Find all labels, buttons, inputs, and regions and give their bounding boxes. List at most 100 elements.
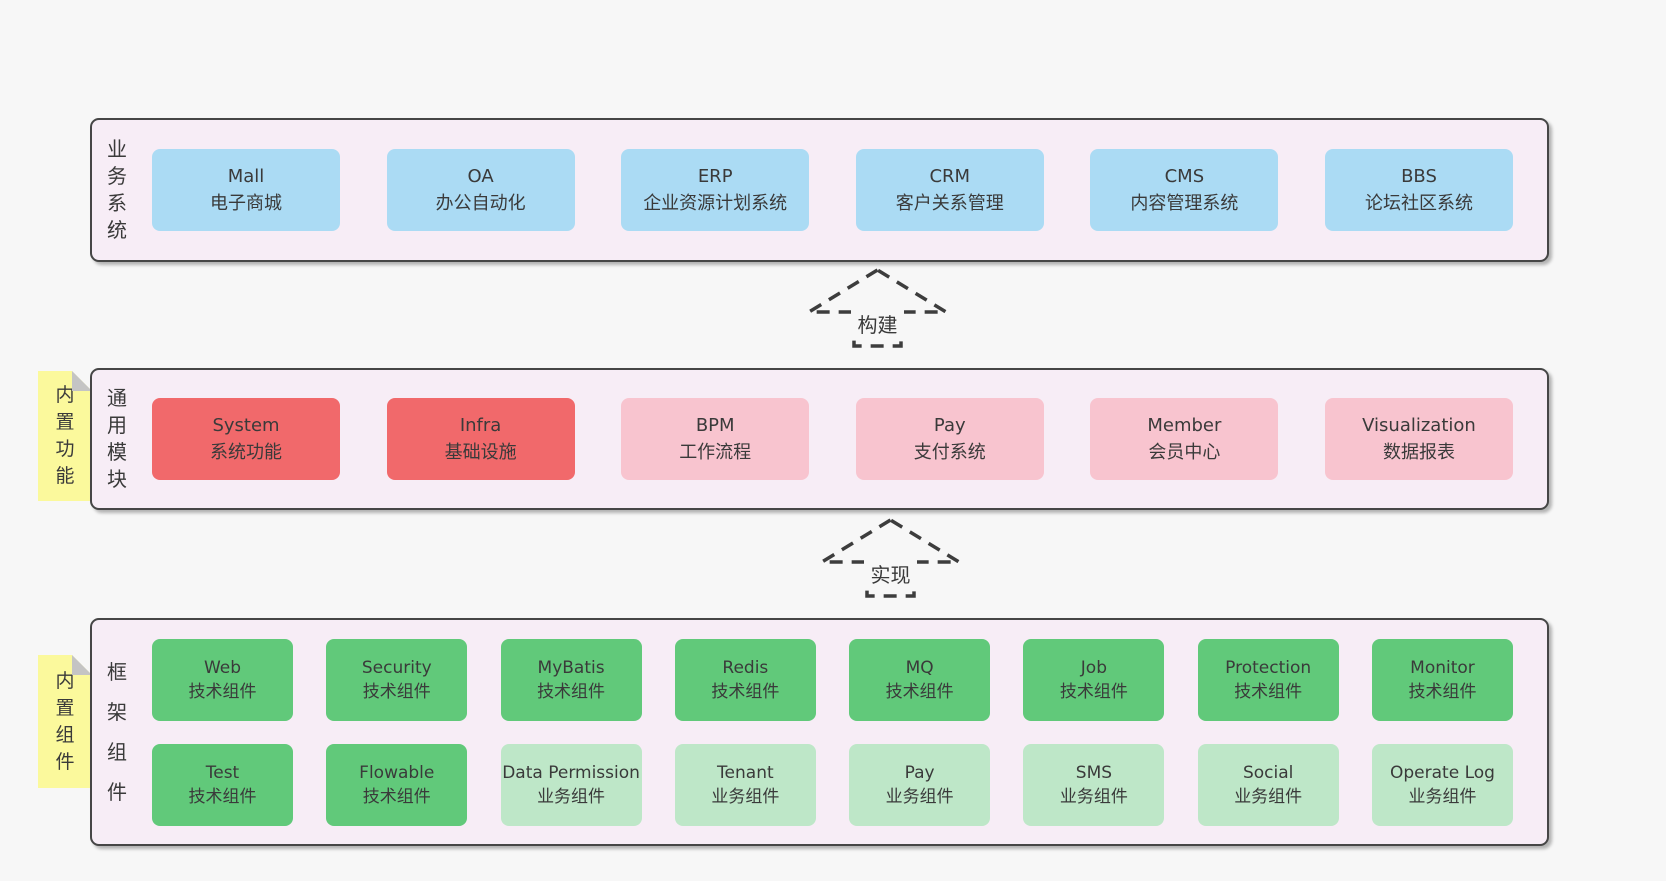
box-crm: CRM 客户关系管理 — [855, 149, 1044, 231]
box-title: Data Permission — [502, 762, 640, 783]
box-desc: 业务组件 — [1234, 786, 1303, 807]
box-title: BPM — [695, 415, 735, 436]
box-title: CMS — [1164, 166, 1205, 187]
box-title: Web — [203, 657, 242, 678]
box-data-permission: Data Permission 业务组件 — [500, 743, 642, 826]
box-title: Security — [361, 657, 432, 678]
sticky-note-built-in-components-label: 内置组件 — [55, 669, 75, 773]
box-oa: OA 办公自动化 — [386, 149, 575, 231]
arrow-up-icon: 构建 — [807, 268, 948, 348]
box-mq: MQ 技术组件 — [849, 638, 991, 721]
box-desc: 基础设施 — [444, 442, 517, 463]
box-visualization: Visualization 数据报表 — [1324, 398, 1513, 480]
box-desc: 内容管理系统 — [1130, 193, 1239, 214]
box-desc: 支付系统 — [913, 442, 986, 463]
box-infra: Infra 基础设施 — [386, 398, 575, 480]
box-title: CRM — [929, 166, 971, 187]
box-member: Member 会员中心 — [1090, 398, 1279, 480]
box-desc: 技术组件 — [885, 681, 954, 702]
box-title: Job — [1080, 657, 1108, 678]
box-bbs: BBS 论坛社区系统 — [1324, 149, 1513, 231]
box-pay: Pay 支付系统 — [855, 398, 1044, 480]
band-business-systems: 业务系统 Mall 电子商城 OA 办公自动化 ERP 企业资源计划系统 CRM… — [90, 118, 1549, 262]
sticky-note-built-in-components: 内置组件 — [38, 655, 92, 788]
box-bpm: BPM 工作流程 — [621, 398, 810, 480]
box-security: Security 技术组件 — [326, 638, 468, 721]
arrow-up-icon: 实现 — [820, 518, 961, 598]
box-desc: 论坛社区系统 — [1364, 193, 1473, 214]
sticky-note-built-in-features-label: 内置功能 — [55, 384, 75, 487]
arrow-implement: 实现 — [820, 518, 961, 598]
box-desc: 技术组件 — [1234, 681, 1303, 702]
box-title: Pay — [933, 415, 966, 436]
box-desc: 会员中心 — [1148, 442, 1221, 463]
box-desc: 业务组件 — [1059, 786, 1128, 807]
arrow-build: 构建 — [807, 268, 948, 348]
band-common-modules: 通用模块 System 系统功能 Infra 基础设施 BPM 工作流程 Pay… — [90, 368, 1549, 510]
box-desc: 业务组件 — [1408, 786, 1477, 807]
box-title: BBS — [1401, 166, 1437, 187]
box-test: Test 技术组件 — [152, 743, 293, 826]
box-desc: 业务组件 — [711, 786, 780, 807]
box-title: Social — [1242, 762, 1294, 783]
box-mybatis: MyBatis 技术组件 — [500, 638, 642, 721]
framework-row-tech: Web 技术组件 Security 技术组件 MyBatis 技术组件 Redi… — [152, 638, 1513, 721]
box-title: Pay — [904, 762, 935, 783]
box-title: Visualization — [1362, 415, 1476, 436]
box-title: MyBatis — [537, 657, 605, 678]
box-desc: 客户关系管理 — [895, 193, 1004, 214]
box-job: Job 技术组件 — [1023, 638, 1165, 721]
box-flowable: Flowable 技术组件 — [326, 743, 468, 826]
box-system: System 系统功能 — [152, 398, 340, 480]
box-title: Operate Log — [1390, 762, 1495, 783]
box-desc: 业务组件 — [885, 786, 954, 807]
box-title: Flowable — [359, 762, 435, 783]
box-desc: 工作流程 — [679, 442, 752, 463]
box-social: Social 业务组件 — [1197, 743, 1339, 826]
box-desc: 企业资源计划系统 — [643, 193, 788, 214]
box-protection: Protection 技术组件 — [1197, 638, 1339, 721]
box-desc: 技术组件 — [188, 681, 257, 702]
arrow-build-label: 构建 — [858, 313, 898, 337]
box-desc: 技术组件 — [188, 786, 257, 807]
box-title: ERP — [697, 166, 733, 187]
box-desc: 技术组件 — [362, 786, 431, 807]
box-web: Web 技术组件 — [152, 638, 293, 721]
box-operate-log: Operate Log 业务组件 — [1371, 743, 1513, 826]
box-title: Mall — [227, 166, 265, 187]
box-desc: 技术组件 — [537, 681, 606, 702]
box-desc: 业务组件 — [537, 786, 606, 807]
box-title: SMS — [1075, 762, 1113, 783]
box-desc: 系统功能 — [210, 442, 282, 463]
box-desc: 数据报表 — [1382, 442, 1455, 463]
band-common-modules-label: 通用模块 — [107, 386, 127, 491]
box-tenant: Tenant 业务组件 — [674, 743, 816, 826]
band-common-modules-content: System 系统功能 Infra 基础设施 BPM 工作流程 Pay 支付系统… — [152, 370, 1513, 508]
band-business-systems-label: 业务系统 — [107, 137, 127, 242]
folded-corner-icon — [72, 371, 92, 391]
box-desc: 技术组件 — [1059, 681, 1128, 702]
box-pay-biz: Pay 业务组件 — [849, 743, 991, 826]
box-desc: 电子商城 — [210, 193, 282, 214]
band-framework-components-label: 框架组件 — [107, 660, 127, 804]
folded-corner-icon — [72, 655, 92, 675]
band-business-systems-content: Mall 电子商城 OA 办公自动化 ERP 企业资源计划系统 CRM 客户关系… — [152, 120, 1513, 260]
box-desc: 技术组件 — [362, 681, 431, 702]
framework-row-biz: Test 技术组件 Flowable 技术组件 Data Permission … — [152, 743, 1513, 826]
box-title: MQ — [905, 657, 934, 678]
box-title: Member — [1147, 415, 1222, 436]
box-title: Redis — [722, 657, 769, 678]
box-title: System — [212, 415, 280, 436]
box-redis: Redis 技术组件 — [674, 638, 816, 721]
band-framework-components: 框架组件 Web 技术组件 Security 技术组件 MyBatis 技术组件… — [90, 618, 1549, 846]
box-erp: ERP 企业资源计划系统 — [621, 149, 810, 231]
box-monitor: Monitor 技术组件 — [1371, 638, 1513, 721]
box-desc: 办公自动化 — [435, 193, 526, 214]
sticky-note-built-in-features: 内置功能 — [38, 371, 92, 501]
box-cms: CMS 内容管理系统 — [1090, 149, 1279, 231]
box-title: Infra — [459, 415, 502, 436]
box-title: Protection — [1225, 657, 1312, 678]
box-title: OA — [467, 166, 494, 187]
box-title: Monitor — [1410, 657, 1475, 678]
